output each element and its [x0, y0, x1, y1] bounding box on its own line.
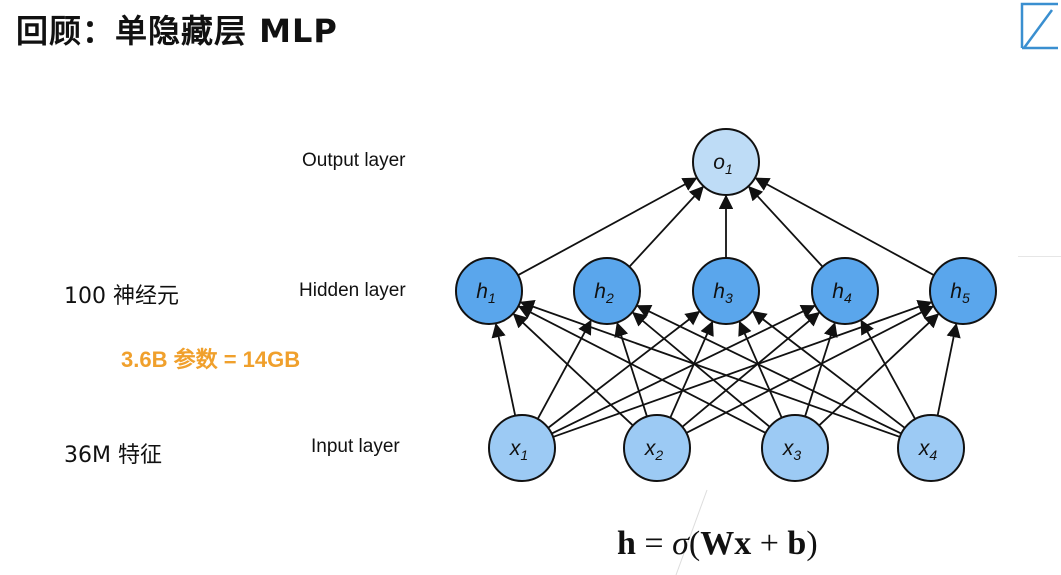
connections — [491, 177, 961, 438]
edge-h4-o1 — [748, 185, 824, 268]
edge-x1-h1 — [491, 322, 517, 416]
formula-b: b — [787, 525, 807, 562]
node-label-x2: x2 — [644, 437, 664, 463]
edge-x3-h5 — [818, 313, 940, 427]
edge-x3-h4 — [804, 322, 838, 417]
edge-h1-o1 — [517, 177, 698, 277]
node-x2: x2 — [623, 414, 691, 482]
formula-sigma: σ — [672, 525, 689, 562]
edge-x2-h1 — [512, 313, 634, 427]
node-label-h2: h2 — [594, 280, 614, 306]
decor-line — [675, 489, 708, 575]
input-layer-label: Input layer — [311, 436, 400, 457]
edge-x1-h2 — [536, 319, 592, 420]
edge-x2-h4 — [681, 311, 821, 428]
node-label-x3: x3 — [782, 437, 802, 463]
edge-x4-h1 — [519, 299, 901, 438]
edge-x1-h4 — [551, 305, 816, 435]
node-x3: x3 — [761, 414, 829, 482]
node-label-x4: x4 — [918, 437, 938, 463]
params-note: 3.6B 参数 = 14GB — [121, 347, 301, 372]
node-label-o1: o1 — [713, 151, 732, 177]
page-title: 回顾：单隐藏层 MLP — [16, 12, 338, 50]
node-h5: h5 — [929, 257, 997, 325]
node-x1: x1 — [488, 414, 556, 482]
edge-x3-h2 — [631, 311, 771, 428]
node-o1: o1 — [692, 128, 760, 196]
divider — [1018, 256, 1061, 257]
edge-x4-h2 — [636, 304, 902, 435]
edge-x4-h4 — [860, 319, 916, 420]
mlp-formula: h = σ(Wx + b) — [617, 525, 818, 563]
edge-h5-o1 — [754, 177, 935, 277]
node-label-h1: h1 — [476, 280, 495, 306]
hidden-layer-label: Hidden layer — [299, 280, 406, 301]
formula-eq: = — [644, 525, 664, 562]
edge-x4-h3 — [751, 310, 906, 429]
logo-icon — [1020, 2, 1058, 50]
edge-x4-h5 — [936, 322, 961, 416]
edge-x2-h3 — [669, 320, 714, 419]
node-h4: h4 — [811, 257, 879, 325]
neurons: o1 h1 h2 h3 h4 h5 x1 x2 x3 x4 — [455, 128, 997, 482]
output-layer-label: Output layer — [302, 150, 406, 171]
formula-plus: + — [759, 525, 779, 562]
node-h1: h1 — [455, 257, 523, 325]
node-h3: h3 — [692, 257, 760, 325]
node-label-h3: h3 — [713, 280, 733, 306]
neurons-note: 100 神经元 — [64, 284, 179, 309]
formula-x: x — [734, 525, 752, 562]
node-label-h4: h4 — [832, 280, 852, 306]
formula-h: h — [617, 525, 636, 562]
edge-x3-h3 — [738, 320, 783, 419]
features-note: 36M 特征 — [64, 443, 162, 468]
formula-open: ( — [688, 525, 701, 562]
node-h2: h2 — [573, 257, 641, 325]
edge-x1-h3 — [547, 310, 701, 429]
node-label-x1: x1 — [509, 437, 528, 463]
edge-x2-h5 — [685, 305, 935, 434]
formula-close: ) — [806, 525, 818, 562]
edge-h2-o1 — [628, 185, 704, 268]
edge-x3-h1 — [517, 305, 767, 434]
node-x4: x4 — [897, 414, 965, 482]
node-label-h5: h5 — [950, 280, 970, 306]
formula-W: W — [700, 525, 735, 562]
